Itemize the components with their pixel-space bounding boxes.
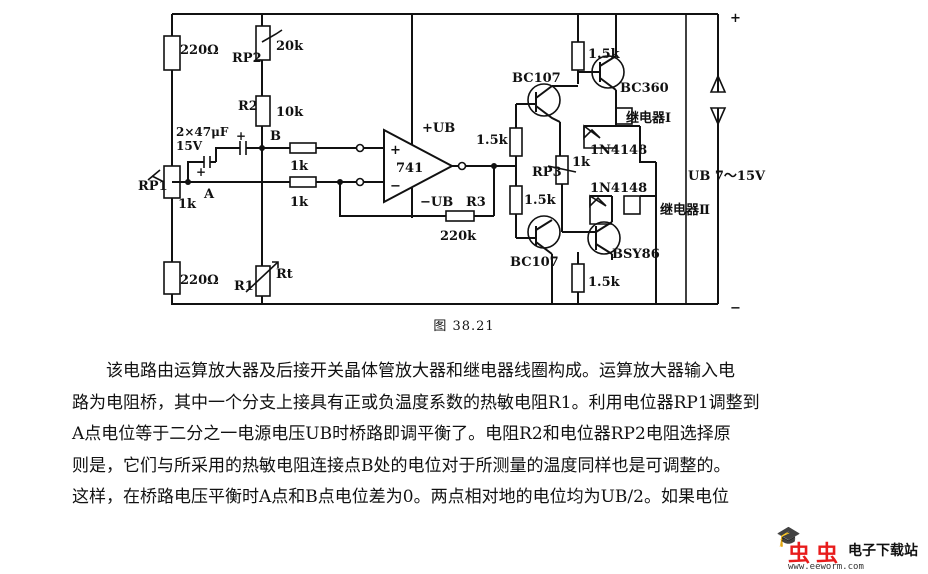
opamp-triangle [383,128,455,204]
label-relay-1: 继电器Ⅰ [626,110,671,126]
body-paragraph: 该电路由运算放大器及后接开关晶体管放大器和继电器线圈构成。运算放大器输入电 路为… [72,356,888,514]
relay-2-coil [623,195,641,215]
label-15k-left-bottom: 1.5k [524,193,557,208]
text-line: 这样，在桥路电压平衡时A点和B点电位差为0。两点相对地的电位均为UB/2。如果电… [72,487,729,507]
relay-1-coil [615,107,633,125]
resistor-1k-bottom [289,176,317,188]
label-r2-val: 10k [276,105,304,120]
text-line: 则是，它们与所采用的热敏电阻连接点B处的电位对于所测量的温度同样也是可调整的。 [72,455,731,476]
text-line: 路为电阻桥，其中一个分支上接具有正或负温度系数的热敏电阻R1。利用电位器RP1调… [72,392,760,413]
label-r-in2: 1k [290,195,309,210]
resistor-r2 [255,95,271,127]
label-220-top: 220Ω [180,43,219,58]
resistor-1.5k-top [571,41,585,71]
label-diode-2: 1N4148 [590,181,647,196]
label-plus-ub: +UB [422,121,455,136]
label-rp2: RP2 [232,51,262,66]
label-rp3-val: 1k [572,155,591,170]
label-cap-plus-2: + [236,129,246,143]
label-cap: 2×47μF [176,125,229,139]
watermark-logo: 🎓 虫 虫 电子下载站 www.eeworm.com [772,524,922,572]
label-supply-minus: − [730,301,741,316]
bug-logo-2: 虫 [816,541,839,567]
label-bsy86: BSY86 [612,247,660,262]
label-supply: UB 7～15V [688,169,766,184]
label-diode-1: 1N4148 [590,143,647,158]
transistor-bc107-top [527,83,561,117]
label-rp1-val: 1k [178,197,197,212]
label-minus-in: − [390,179,401,194]
resistor-220-top [163,35,181,71]
label-cap-plus-1: + [196,165,206,179]
label-rp1: RP1 [138,179,168,194]
label-rp2-val: 20k [276,39,304,54]
resistor-1.5k-bottom [571,263,585,293]
label-opamp: 741 [396,161,423,176]
label-bc360: BC360 [620,81,669,96]
label-cap-v: 15V [176,139,203,153]
graduation-cap-icon: 🎓 [776,524,801,548]
transistor-bsy86 [587,221,621,255]
text-line: 该电路由运算放大器及后接开关晶体管放大器和继电器线圈构成。运算放大器输入电 [106,361,735,381]
label-r3-val: 220k [440,229,477,244]
label-15k-top: 1.5k [588,47,621,62]
label-bc107-top: BC107 [512,71,561,86]
resistor-1k-top [289,142,317,154]
bug-logo-1: 虫 [788,541,811,567]
label-supply-plus: + [730,11,741,26]
label-r3: R3 [466,195,486,210]
resistor-1.5k-left-top [509,127,523,157]
label-node-a: A [203,187,215,202]
label-node-b: B [270,129,281,144]
label-15k-bottom: 1.5k [588,275,621,290]
label-bc107-bottom: BC107 [510,255,559,270]
label-relay-2: 继电器Ⅱ [660,202,710,218]
resistor-220-bottom [163,261,181,295]
transistor-bc107-bottom [527,215,561,249]
label-r1: R1 [234,279,254,294]
label-rt: Rt [276,267,293,282]
label-r-in1: 1k [290,159,309,174]
label-plus-in: + [390,143,401,158]
figure-caption: 图 38.21 [433,319,495,334]
label-minus-ub: −UB [420,195,453,210]
watermark-brand: 电子下载站 [848,543,918,559]
label-r2: R2 [238,99,258,114]
circuit-diagram: 220Ω RP2 20k R2 10k 2×47μF 15V B A RP1 1… [138,11,766,316]
resistor-r3 [445,210,475,222]
resistor-1.5k-left-bottom [509,185,523,215]
label-rp3: RP3 [532,165,562,180]
label-15k-left-top: 1.5k [476,133,509,148]
text-line: A点电位等于二分之一电源电压UB时桥路即调平衡了。电阻R2和电位器RP2电阻选择… [72,424,731,444]
label-220-bottom: 220Ω [180,273,219,288]
watermark-url: www.eeworm.com [788,562,864,572]
